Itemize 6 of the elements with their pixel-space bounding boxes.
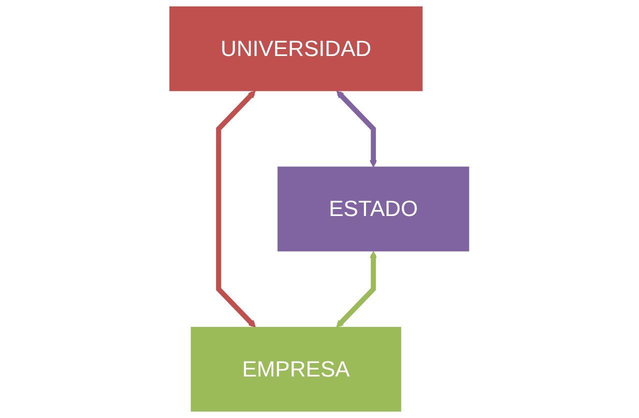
node-box: ESTADO (278, 166, 470, 252)
arrow (336, 90, 378, 168)
node-box: UNIVERSIDAD (170, 6, 423, 92)
arrow (216, 90, 256, 328)
node-box: EMPRESA (191, 326, 402, 412)
arrow (336, 250, 378, 328)
